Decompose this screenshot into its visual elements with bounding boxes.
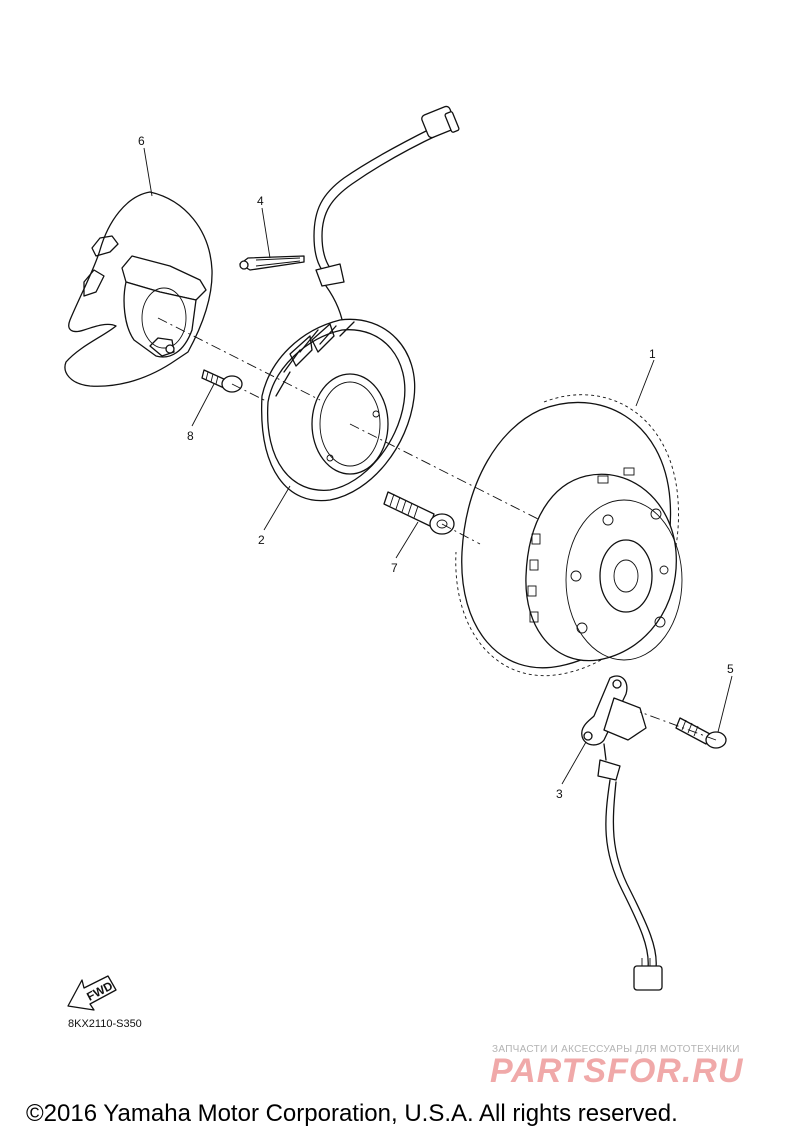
callout-3: 3 (556, 787, 563, 801)
watermark-logo: PARTSFOR.RU (490, 1052, 744, 1090)
fwd-arrow-icon: FWD (67, 975, 117, 1011)
long-bolt (383, 491, 455, 535)
callout-1: 1 (649, 347, 656, 361)
watermark-tagline: ЗАПЧАСТИ И АКСЕССУАРЫ ДЛЯ МОТОТЕХНИКИ (492, 1044, 740, 1055)
cable-tie (239, 255, 305, 271)
copyright-notice: ©2016 Yamaha Motor Corporation, U.S.A. A… (26, 1100, 678, 1127)
short-bolt (201, 369, 243, 393)
callout-6: 6 (138, 134, 145, 148)
stator-assembly (261, 105, 460, 502)
callout-5: 5 (727, 662, 734, 676)
callout-7: 7 (391, 561, 398, 575)
callout-2: 2 (258, 533, 265, 547)
flywheel-rotor (455, 394, 683, 676)
pickup-bolt (675, 717, 727, 749)
leader-lines (143, 147, 733, 785)
callout-4: 4 (257, 194, 264, 208)
diagram-reference-code: 8KX2110-S350 (68, 1018, 142, 1030)
alignment-lines (157, 317, 717, 741)
stator-cover-plate (64, 191, 213, 387)
callout-8: 8 (187, 429, 194, 443)
pickup-coil (581, 675, 663, 991)
